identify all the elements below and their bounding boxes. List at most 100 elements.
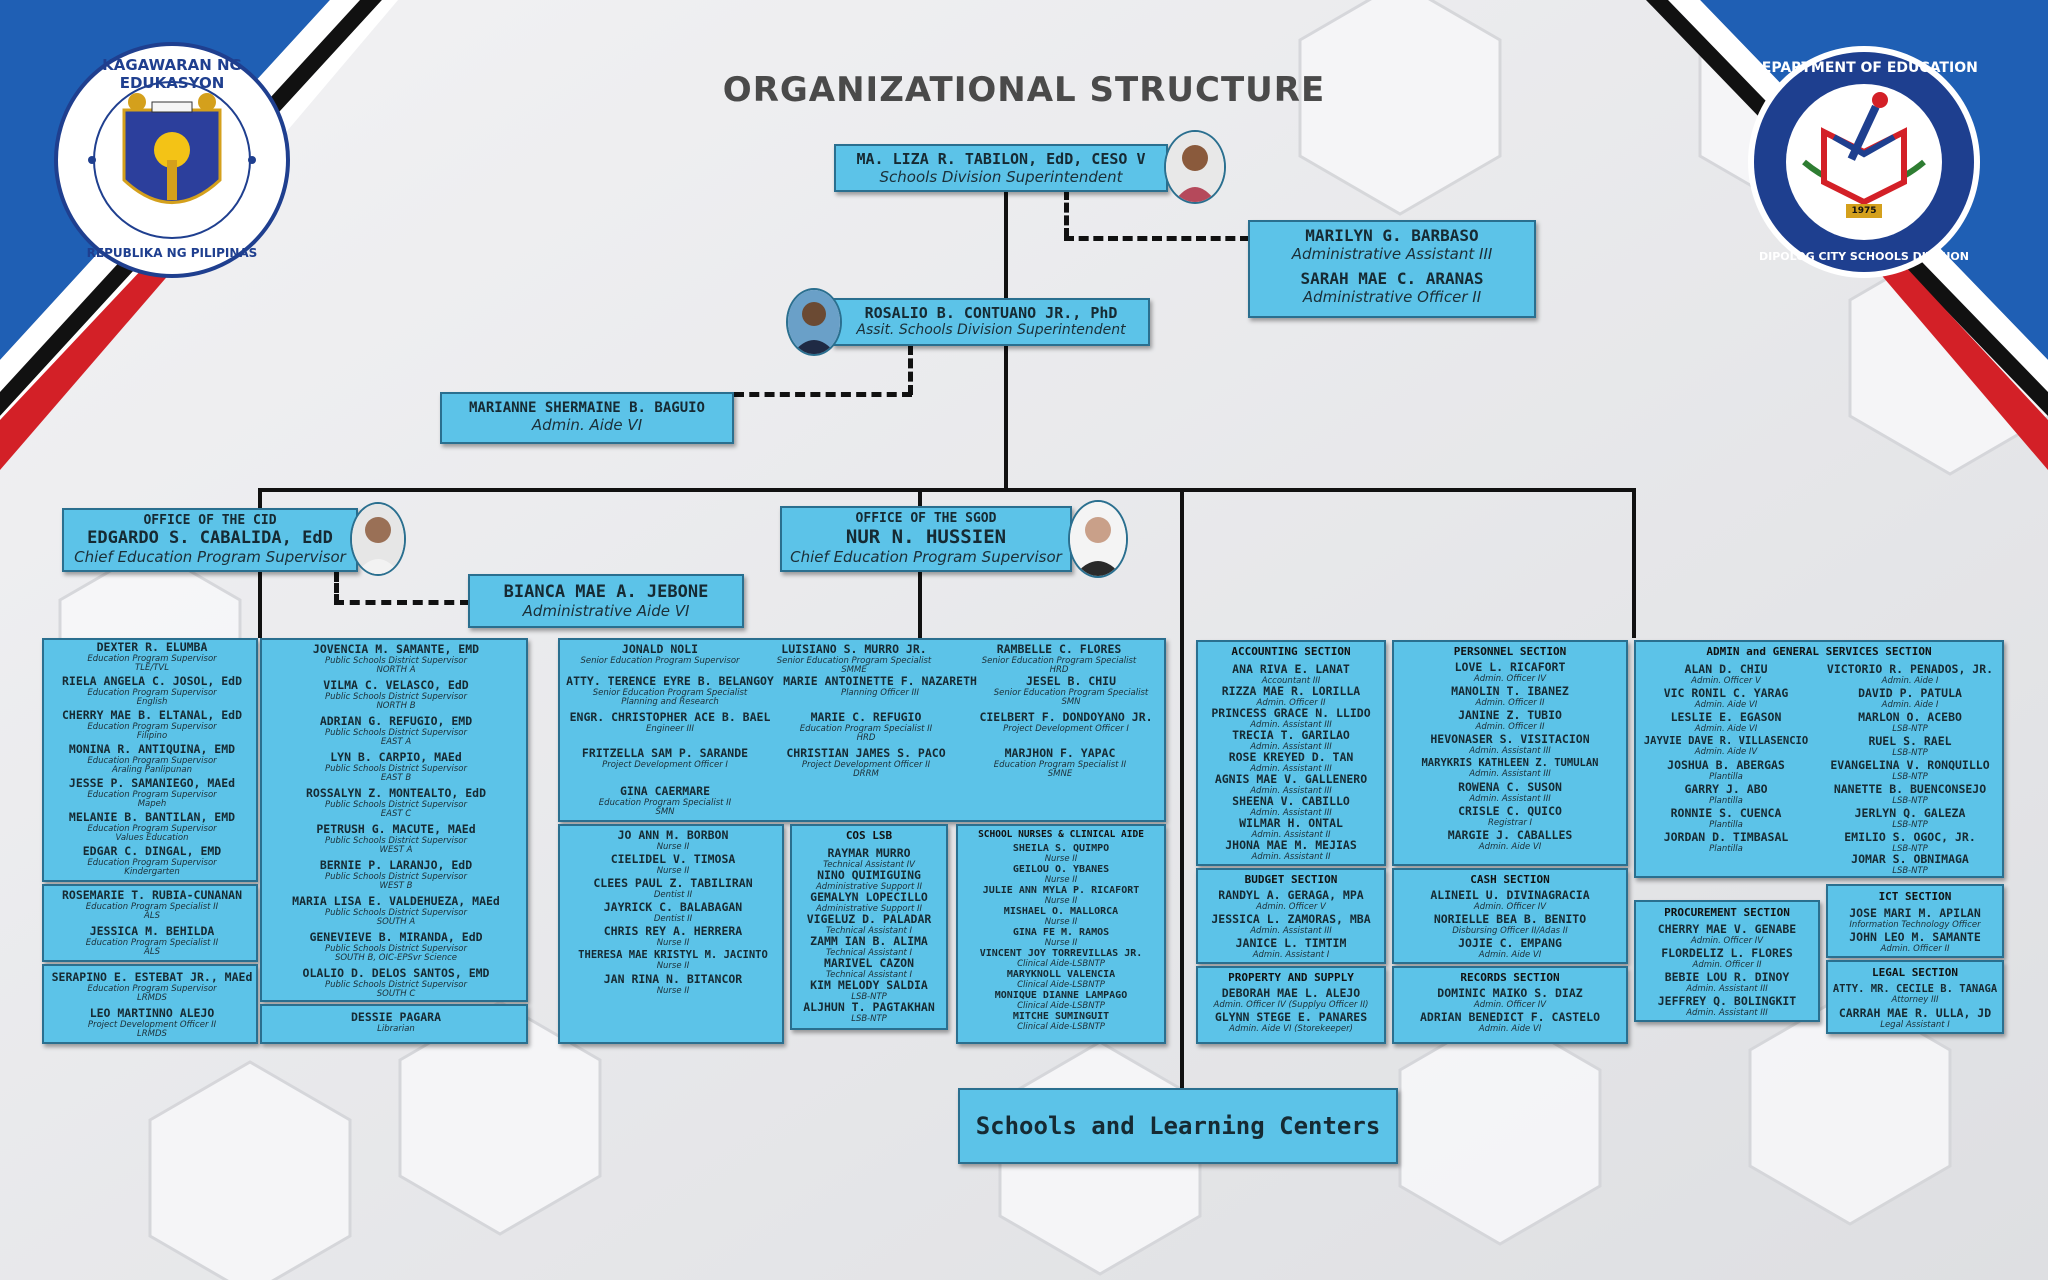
person-card: JOSHUA B. ABERGAS Plantilla	[1636, 759, 1816, 781]
person-card: CARRAH MAE R. ULLA, JD Legal Assistant I	[1828, 1007, 2002, 1029]
person-card: LYN B. CARPIO, MAEd Public Schools Distr…	[266, 751, 526, 783]
person-card: ROSE KREYED D. TAN Admin. Assistant III	[1198, 751, 1384, 773]
person-name: ZAMM IAN B. ALIMA	[810, 934, 928, 948]
person-area: Mapeh	[137, 799, 167, 809]
person-card: JOHN LEO M. SAMANTE Admin. Officer II	[1828, 931, 2002, 953]
person-position: Nurse II	[656, 865, 690, 876]
person-area: EAST C	[380, 809, 412, 819]
person-card: ROWENA C. SUSON Admin. Assistant III	[1394, 781, 1626, 803]
person-name: ALAN D. CHIU	[1684, 662, 1768, 676]
person-position: Nurse II	[1044, 854, 1078, 864]
person-position: Admin. Officer IV	[1473, 999, 1547, 1010]
cid-aide-box: BIANCA MAE A. JEBONE Administrative Aide…	[468, 574, 744, 628]
person-name: FRITZELLA SAM P. SARANDE	[581, 746, 749, 760]
records-title: RECORDS SECTION	[1460, 971, 1560, 984]
person-position: Education Program Supervisor	[87, 983, 217, 994]
person-name: JANINE Z. TUBIO	[1458, 708, 1562, 722]
person-card: ALJHUN T. PAGTAKHAN LSB-NTP	[792, 1001, 946, 1023]
person-position: Admin. Officer II	[1692, 959, 1762, 970]
person-name: DOMINIC MAIKO S. DIAZ	[1437, 986, 1583, 1000]
person-position: LSB-NTP	[1892, 843, 1928, 854]
schools-box: Schools and Learning Centers	[958, 1088, 1398, 1164]
person-name: JOMAR S. OBNIMAGA	[1851, 852, 1969, 866]
person-name: MITCHE SUMINGUIT	[1012, 1011, 1110, 1022]
person-name: CHRISTIAN JAMES S. PACO	[786, 746, 946, 760]
person-position: Education Program Specialist II	[993, 759, 1127, 770]
person-name: DAVID P. PATULA	[1858, 686, 1962, 700]
admin-staff-position-1: Administrative Officer II	[1302, 288, 1482, 306]
person-position: Education Program Supervisor	[87, 857, 217, 868]
person-name: JESEL B. CHIU	[1025, 674, 1116, 688]
asds-box: ROSALIO B. CONTUANO JR., PhD Assit. Scho…	[832, 298, 1150, 346]
person-name: ADRIAN BENEDICT F. CASTELO	[1419, 1010, 1600, 1024]
person-card: MARJHON F. YAPAC Education Program Speci…	[960, 746, 1160, 779]
person-card: RIELA ANGELA C. JOSOL, EdD Education Pro…	[48, 675, 256, 707]
person-position: Librarian	[377, 1023, 415, 1034]
person-card: JESEL B. CHIU Senior Education Program S…	[974, 674, 1168, 707]
person-name: SHEILA S. QUIMPO	[1012, 843, 1110, 854]
person-card: GEMALYN LOPECILLO Administrative Support…	[792, 891, 946, 914]
person-position: Public Schools District Supervisor	[324, 727, 467, 738]
sgod-staff-box: JONALD NOLI Senior Education Program Sup…	[558, 638, 1166, 822]
person-card: MARLON O. ACEBO LSB-NTP	[1818, 711, 2002, 733]
person-position: Admin. Aide I	[1881, 699, 1939, 710]
person-position: Nurse II	[1044, 938, 1078, 948]
person-position: Education Program Supervisor	[87, 789, 217, 800]
person-position: Admin. Aide VI	[1478, 949, 1542, 960]
person-area: WEST A	[379, 845, 413, 855]
person-area: Filipino	[136, 731, 168, 741]
person-name: VIGELUZ D. PALADAR	[806, 912, 932, 926]
person-name: TRECIA T. GARILAO	[1232, 728, 1350, 742]
person-position: LSB-NTP	[1892, 795, 1928, 806]
person-name: MANOLIN T. IBANEZ	[1451, 684, 1569, 698]
person-card: RAMBELLE C. FLORES Senior Education Prog…	[954, 642, 1164, 675]
person-name: MONINA R. ANTIQUINA, EMD	[68, 742, 236, 756]
person-card: MARIE C. REFUGIO Education Program Speci…	[766, 711, 966, 743]
person-area: SOUTH A	[376, 917, 416, 927]
person-card: WILMAR H. ONTAL Admin. Assistant II	[1198, 817, 1384, 839]
sgod-name: NUR N. HUSSIEN	[845, 526, 1007, 548]
connector-admin-staff-dashed-v	[1064, 190, 1069, 238]
person-area: SMME	[841, 665, 867, 675]
person-position: Technical Assistant IV	[823, 859, 915, 870]
person-name: LOVE L. RICAFORT	[1454, 660, 1566, 674]
person-card: PRINCESS GRACE N. LLIDO Admin. Assistant…	[1198, 707, 1384, 729]
person-position: Project Development Officer I	[602, 759, 728, 770]
person-position: Administrative Support II	[815, 903, 923, 914]
person-area: DRRM	[853, 769, 879, 779]
person-position: LSB-NTP	[1892, 747, 1928, 758]
connector-cid-aide-dashed-h	[334, 600, 470, 605]
person-card: RAYMAR MURRO Technical Assistant IV	[792, 847, 946, 870]
person-position: Admin. Aide VI	[1478, 841, 1542, 852]
person-name: MARJHON F. YAPAC	[1004, 746, 1116, 760]
person-card: RONNIE S. CUENCA Plantilla	[1636, 807, 1816, 829]
person-name: KIM MELODY SALDIA	[810, 978, 928, 992]
person-card: GARRY J. ABO Plantilla	[1636, 783, 1816, 805]
person-name: SHEENA V. CABILLO	[1232, 794, 1350, 808]
person-position: Admin. Aide I	[1881, 675, 1939, 686]
person-position: Public Schools District Supervisor	[324, 763, 467, 774]
person-name: CHRIS REY A. HERRERA	[603, 924, 743, 938]
person-position: Senior Education Program Specialist	[592, 687, 748, 698]
person-name: EDGAR C. DINGAL, EMD	[82, 844, 222, 858]
person-position: LSB-NTP	[1892, 771, 1928, 782]
asds-position: Assit. Schools Division Superintendent	[856, 322, 1126, 338]
person-position: Education Program Specialist II	[598, 797, 732, 808]
person-position: Education Program Supervisor	[87, 721, 217, 732]
person-card: JANINE Z. TUBIO Admin. Officer II	[1394, 708, 1626, 731]
connector-admin-down	[1632, 488, 1636, 638]
person-name: JOVENCIA M. SAMANTE, EMD	[312, 642, 480, 656]
person-position: Clinical Aide-LSBNTP	[1017, 1022, 1105, 1032]
person-position: Public Schools District Supervisor	[324, 835, 467, 846]
person-card: RIZZA MAE R. LORILLA Admin. Officer II	[1198, 685, 1384, 707]
person-name: RAMBELLE C. FLORES	[996, 642, 1122, 656]
person-position: Senior Education Program Specialist	[776, 655, 932, 666]
person-card: JAYVIE DAVE R. VILLASENCIO Admin. Aide I…	[1636, 736, 1816, 756]
person-card: EDGAR C. DINGAL, EMD Education Program S…	[48, 844, 256, 877]
cid-photo	[350, 502, 406, 576]
sgod-position: Chief Education Program Supervisor	[790, 548, 1062, 566]
person-name: BERNIE P. LARANJO, EdD	[319, 858, 473, 872]
person-name: JESSE P. SAMANIEGO, MAEd	[68, 776, 236, 790]
person-name: LESLIE E. EGASON	[1670, 710, 1782, 724]
school-nurses-box: SCHOOL NURSES & CLINICAL AIDE SHEILA S. …	[956, 824, 1166, 1044]
